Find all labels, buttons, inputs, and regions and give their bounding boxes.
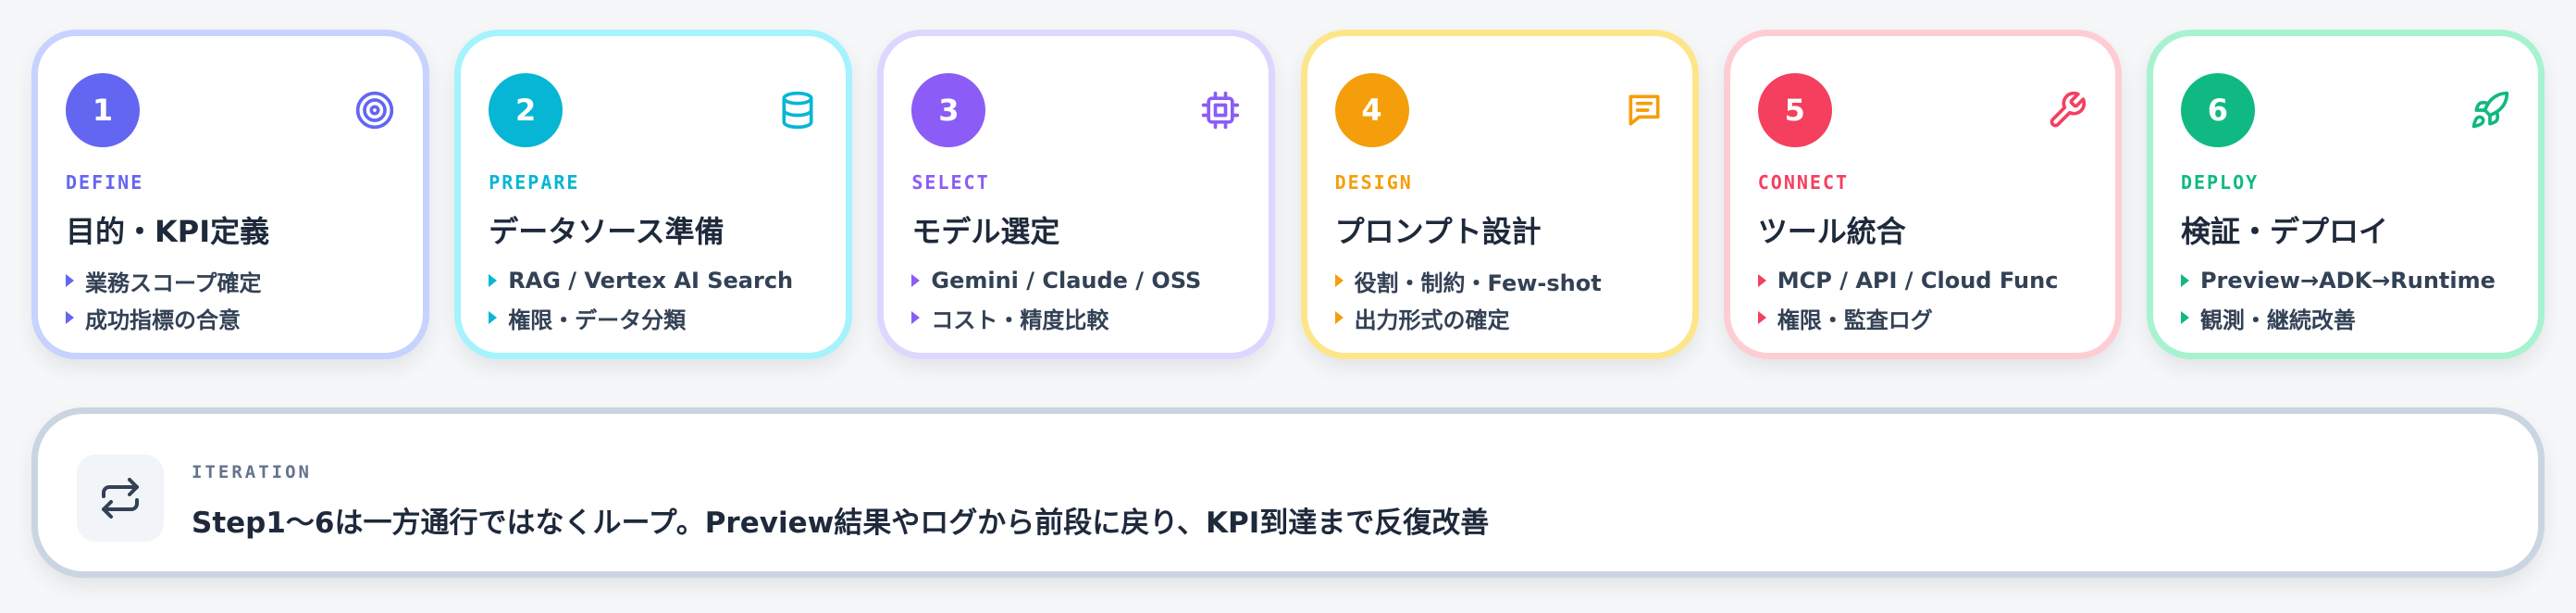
- step-tag: CONNECT: [1757, 171, 1850, 194]
- step-bullet-text: 役割・制約・Few-shot: [1354, 269, 1602, 296]
- bullet-marker-icon: [1334, 311, 1344, 324]
- step-bullet: 権限・データ分類: [489, 299, 836, 336]
- step-tag: SELECT: [911, 171, 990, 194]
- step-number-badge: 1: [66, 73, 140, 147]
- step-bullet: 権限・監査ログ: [1757, 299, 2106, 336]
- database-icon: [777, 90, 818, 131]
- step-tag: DEFINE: [66, 171, 144, 194]
- step-tag: DEPLOY: [2180, 171, 2260, 194]
- step-number-badge: 6: [2180, 73, 2255, 147]
- step-bullets: Gemini / Claude / OSS コスト・精度比較: [911, 262, 1259, 336]
- step-title: 目的・KPI定義: [66, 214, 270, 249]
- target-icon: [354, 90, 395, 131]
- step-bullet: 業務スコープ確定: [66, 262, 414, 299]
- step-bullet: 役割・制約・Few-shot: [1334, 262, 1683, 299]
- step-tag: DESIGN: [1334, 171, 1413, 194]
- step-number-badge: 2: [489, 73, 564, 147]
- bullet-marker-icon: [66, 274, 74, 287]
- step-bullets: RAG / Vertex AI Search 権限・データ分類: [489, 262, 836, 336]
- step-card-prepare: 2 PREPARE データソース準備 RAG / Vertex AI Searc…: [454, 30, 853, 359]
- step-bullet-text: RAG / Vertex AI Search: [508, 268, 794, 294]
- workflow-steps: 1 DEFINE 目的・KPI定義 業務スコープ確定 成功指標の合意 2 PRE…: [31, 30, 2545, 359]
- cpu-icon: [1200, 90, 1241, 131]
- wrench-icon: [2047, 90, 2087, 131]
- bullet-marker-icon: [1757, 311, 1766, 324]
- step-bullets: 業務スコープ確定 成功指標の合意: [66, 262, 414, 336]
- step-bullet-text: 権限・データ分類: [508, 306, 687, 333]
- step-title: モデル選定: [911, 214, 1060, 249]
- bullet-marker-icon: [911, 274, 921, 287]
- message-icon: [1624, 90, 1665, 131]
- step-tag: PREPARE: [489, 171, 580, 194]
- step-bullet-text: 観測・継続改善: [2199, 306, 2356, 333]
- step-bullet-text: Preview→ADK→Runtime: [2199, 268, 2496, 294]
- bullet-marker-icon: [911, 311, 921, 324]
- step-bullet: MCP / API / Cloud Func: [1757, 262, 2106, 299]
- bullet-marker-icon: [66, 311, 74, 324]
- bullet-marker-icon: [1334, 274, 1344, 287]
- step-bullet-text: Gemini / Claude / OSS: [931, 268, 1202, 294]
- step-bullet-text: コスト・精度比較: [931, 306, 1109, 333]
- step-bullets: MCP / API / Cloud Func 権限・監査ログ: [1757, 262, 2106, 336]
- iteration-banner: ITERATION Step1〜6は一方通行ではなくループ。Preview結果や…: [31, 407, 2545, 578]
- step-title: プロンプト設計: [1334, 214, 1542, 249]
- step-bullet: 出力形式の確定: [1334, 299, 1683, 336]
- step-title: ツール統合: [1757, 214, 1906, 249]
- step-card-select: 3 SELECT モデル選定 Gemini / Claude / OSS コスト…: [877, 30, 1276, 359]
- step-title: データソース準備: [489, 214, 724, 249]
- step-bullet-text: 権限・監査ログ: [1777, 306, 1933, 333]
- iteration-label: ITERATION: [192, 462, 312, 482]
- step-bullet: 成功指標の合意: [66, 299, 414, 336]
- bullet-marker-icon: [2180, 274, 2189, 287]
- bullet-marker-icon: [2180, 311, 2189, 324]
- step-number-badge: 5: [1757, 73, 1832, 147]
- step-card-define: 1 DEFINE 目的・KPI定義 業務スコープ確定 成功指標の合意: [31, 30, 429, 359]
- bullet-marker-icon: [1757, 274, 1766, 287]
- step-bullet-text: MCP / API / Cloud Func: [1777, 268, 2059, 294]
- step-card-design: 4 DESIGN プロンプト設計 役割・制約・Few-shot 出力形式の確定: [1300, 30, 1699, 359]
- step-bullet-text: 業務スコープ確定: [85, 269, 262, 296]
- bullet-marker-icon: [489, 274, 498, 287]
- step-number-badge: 4: [1334, 73, 1409, 147]
- step-bullet: Gemini / Claude / OSS: [911, 262, 1259, 299]
- repeat-icon: [77, 455, 164, 542]
- step-number-badge: 3: [911, 73, 986, 147]
- iteration-description: Step1〜6は一方通行ではなくループ。Preview結果やログから前段に戻り、…: [192, 507, 1490, 540]
- step-bullet: Preview→ADK→Runtime: [2180, 262, 2529, 299]
- step-bullet: コスト・精度比較: [911, 299, 1259, 336]
- step-bullet: 観測・継続改善: [2180, 299, 2529, 336]
- step-bullets: Preview→ADK→Runtime 観測・継続改善: [2180, 262, 2529, 336]
- step-bullets: 役割・制約・Few-shot 出力形式の確定: [1334, 262, 1683, 336]
- step-title: 検証・デプロイ: [2180, 214, 2388, 249]
- bullet-marker-icon: [489, 311, 498, 324]
- step-card-connect: 5 CONNECT ツール統合 MCP / API / Cloud Func 権…: [1723, 30, 2122, 359]
- step-bullet: RAG / Vertex AI Search: [489, 262, 836, 299]
- step-bullet-text: 出力形式の確定: [1354, 306, 1510, 333]
- rocket-icon: [2470, 90, 2510, 131]
- step-card-deploy: 6 DEPLOY 検証・デプロイ Preview→ADK→Runtime 観測・…: [2146, 30, 2545, 359]
- step-bullet-text: 成功指標の合意: [85, 306, 241, 333]
